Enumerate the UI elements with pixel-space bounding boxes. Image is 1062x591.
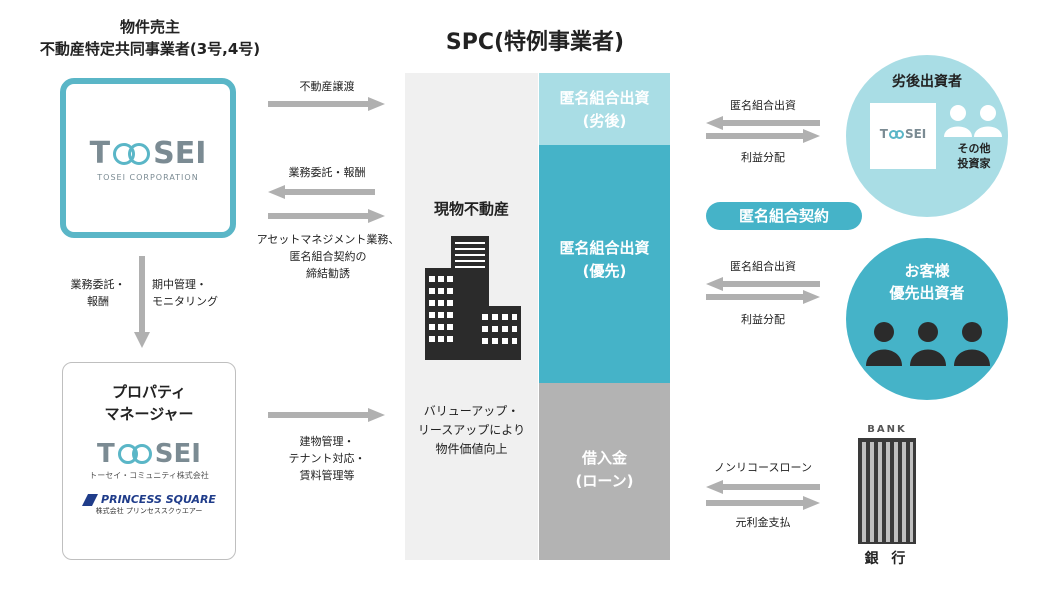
princess-logo: PRINCESS SQUARE [63,493,235,506]
tosei-logo-t: T [89,136,111,171]
senior-equity-tag: (優先) [582,262,627,280]
label-building-mgmt-1: 建物管理・ [299,435,355,448]
sub-tosei-logo-box: T SEI [870,103,936,169]
seller-title: 物件売主 不動産特定共同事業者(3号,4号) [20,16,280,60]
label-invest-1: 匿名組合出資 [730,99,796,112]
label-nonrecourse: ノンリコースローン [714,461,812,474]
pm-title-line1: プロパティ [111,383,187,401]
arrow-am-icon [268,209,385,223]
label-down-right-1: 期中管理・ [152,278,207,291]
arrow-down-icon [134,256,150,348]
asset-title: 現物不動産 [433,200,509,218]
label-invest-2: 匿名組合出資 [730,260,796,273]
sub-logo-ring-icon [894,129,904,139]
loan-title: 借入金 [581,449,627,467]
asset-value-up-2: リースアップにより [417,423,526,437]
pm-tosei-logo: T SEI [63,439,235,469]
princess-logo-sub: 株式会社 プリンセススクゥエアー [95,507,203,515]
pm-title-line2: マネージャー [104,405,194,423]
label-asset-mgmt-2: 匿名組合契約の [289,250,367,263]
customers-icon [866,322,990,366]
arrow-invest1-icon [706,116,820,130]
pm-title: プロパティ マネージャー [63,381,235,425]
sub-equity-title: 匿名組合出資 [559,89,650,107]
asset-value-up: バリューアップ・ リースアップにより 物件価値向上 [405,402,538,459]
arrow-consign-icon [268,185,375,199]
label-profit-1: 利益分配 [741,151,785,164]
other-investors-icon [944,105,1002,137]
senior-title: お客様 優先出資者 [846,260,1008,304]
other-investors-label: その他 投資家 [942,141,1006,171]
seller-title-line2: 不動産特定共同事業者(3号,4号) [39,40,261,58]
other-investors-line1: その他 [957,142,991,155]
senior-equity-block: 匿名組合出資 (優先) [539,145,670,383]
asset-value-up-3: 物件価値向上 [435,442,508,456]
senior-investor-circle: お客様 優先出資者 [846,238,1008,400]
tosei-logo-box: T SEI TOSEI CORPORATION [60,78,236,238]
property-manager-box: プロパティ マネージャー T SEI トーセイ・コミュニティ株式会社 PRINC… [62,362,236,560]
pm-logo-sub: トーセイ・コミュニティ株式会社 [89,471,209,480]
princess-logo-name: PRINCESS SQUARE [101,493,216,506]
arrow-invest2-icon [706,277,820,291]
label-asset-mgmt-1: アセットマネジメント業務、 [256,233,400,246]
subordinated-title: 劣後出資者 [892,74,962,90]
label-down-right-2: モニタリング [152,295,218,308]
sub-equity-block: 匿名組合出資 (劣後) [539,73,670,145]
arrow-bm-icon [268,408,385,422]
label-down-left: 業務委託・ 報酬 [60,276,136,310]
princess-logo-icon [82,493,99,506]
label-transfer: 不動産譲渡 [299,80,355,93]
other-investors-line2: 投資家 [957,157,991,170]
senior-title-line1: お客様 [904,262,950,280]
sub-logo-sei: SEI [904,127,927,141]
loan-block: 借入金 (ローン) [539,383,670,560]
spc-title: SPC(特例事業者) [445,30,625,55]
label-building-mgmt-3: 賃料管理等 [299,469,355,482]
asset-value-up-1: バリューアップ・ [423,404,520,418]
sub-logo-t: T [879,127,888,141]
arrow-profit1-icon [706,129,820,143]
contract-badge: 匿名組合契約 [706,202,862,230]
sub-tosei-logo: T SEI [870,127,936,141]
label-asset-mgmt-3: 締結勧誘 [306,267,350,280]
pm-logo-sei: SEI [154,439,201,469]
label-asset-mgmt: アセットマネジメント業務、 匿名組合契約の 締結勧誘 [250,231,406,282]
label-down-right: 期中管理・ モニタリング [152,276,234,310]
label-profit-2: 利益分配 [741,313,785,326]
subordinated-investor-circle: 劣後出資者 T SEI その他 投資家 [846,55,1008,217]
tosei-logo-sei: SEI [153,136,207,171]
bank-building-icon [858,438,916,544]
senior-title-line2: 優先出資者 [889,284,965,302]
tosei-logo-ring-icon [128,142,151,165]
tosei-logo: T SEI [66,136,230,171]
loan-tag: (ローン) [575,472,634,490]
bank-label: 銀 行 [864,551,910,567]
arrow-loan-icon [706,480,820,494]
label-building-mgmt-2: テナント対応・ [288,452,366,465]
pm-logo-ring-icon [131,444,152,464]
label-down-left-2: 報酬 [87,295,109,308]
pm-logo-t: T [97,439,115,469]
arrow-transfer-icon [268,97,385,111]
label-repayment: 元利金支払 [735,516,791,529]
arrow-repay-icon [706,496,820,510]
label-down-left-1: 業務委託・ [70,278,126,291]
buildings-icon [425,236,521,360]
seller-title-line1: 物件売主 [119,18,180,36]
sub-equity-tag: (劣後) [582,112,627,130]
arrow-profit2-icon [706,290,820,304]
label-building-mgmt: 建物管理・ テナント対応・ 賃料管理等 [268,433,386,484]
tosei-logo-sub: TOSEI CORPORATION [97,173,199,182]
senior-equity-title: 匿名組合出資 [559,239,650,257]
bank-sign: BANK [867,424,907,435]
label-consign-fee: 業務委託・報酬 [288,166,366,179]
